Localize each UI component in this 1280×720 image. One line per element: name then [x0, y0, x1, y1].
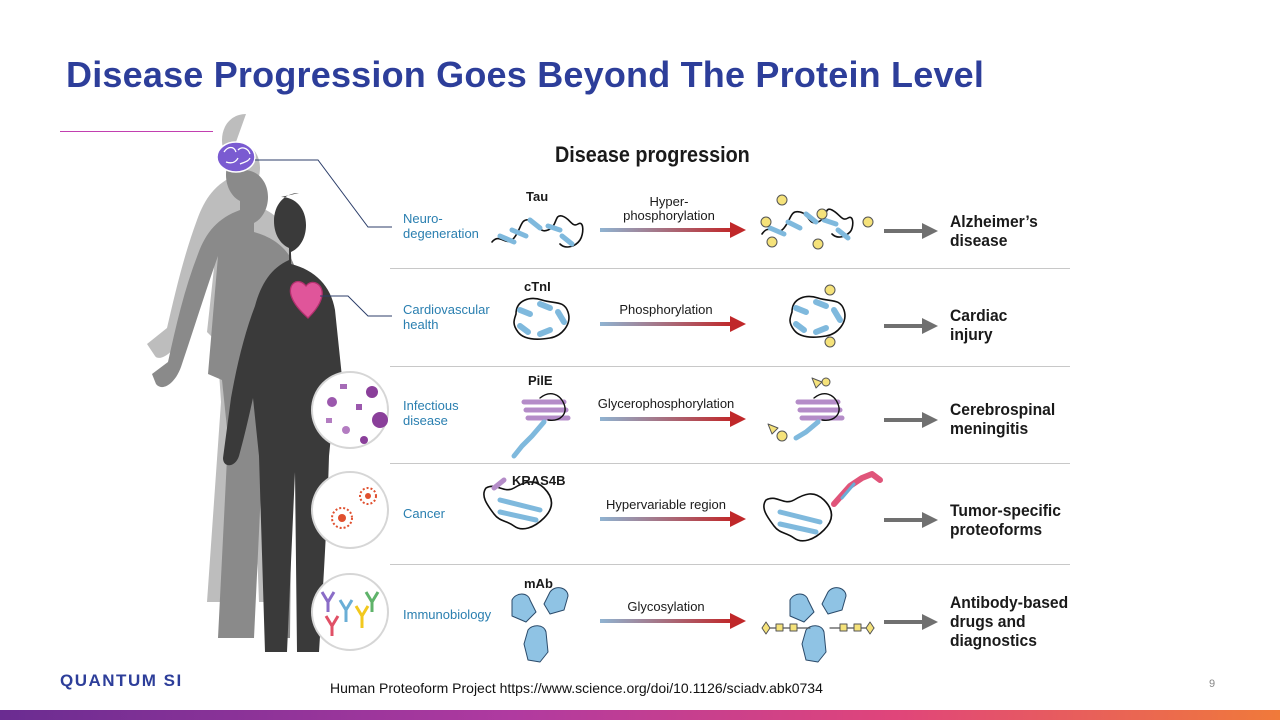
protein-mab-icon	[511, 587, 569, 663]
process-arrows	[600, 222, 746, 629]
outcome-arrow-row-4	[884, 512, 938, 528]
row-divider	[390, 463, 1070, 464]
protein-mab-glycosylated-icon	[761, 587, 875, 663]
row-process-hyperphosphorylation: Hyper- phosphorylation	[623, 194, 715, 223]
human-silhouettes-illustration	[147, 114, 392, 652]
brain-icon	[216, 141, 256, 173]
process-arrow-row-4	[600, 511, 746, 527]
protein-kras4b-hvr-icon	[763, 471, 883, 542]
row-outcome-cardiac-injury: Cardiac injury	[950, 306, 1008, 344]
row-outcome-meningitis: Cerebrospinal meningitis	[950, 400, 1056, 438]
row-outcome-tumor-proteoforms: Tumor-specific proteoforms	[950, 501, 1061, 539]
cancer-cells-circle-icon	[311, 471, 389, 549]
protein-ctni-icon	[513, 297, 570, 340]
process-arrow-row-3	[600, 411, 746, 427]
heart-icon	[289, 281, 323, 319]
protein-pile-modified-icon	[767, 377, 845, 442]
outcome-arrow-row-2	[884, 318, 938, 334]
row-protein-kras4b: KRAS4B	[512, 473, 566, 488]
protein-tau-icon	[491, 215, 584, 248]
protein-tau-phospho-icon	[760, 194, 874, 250]
row-divider	[390, 564, 1070, 565]
outcome-arrow-row-1	[884, 223, 938, 239]
protein-kras4b-icon	[483, 477, 553, 530]
row-category-neurodegeneration: Neuro- degeneration	[403, 211, 479, 241]
bottom-accent-bar	[0, 710, 1280, 720]
slide-title: Disease Progression Goes Beyond The Prot…	[66, 54, 985, 95]
row-protein-pile: PilE	[528, 373, 553, 388]
antibodies-circle-icon	[311, 573, 389, 651]
row-protein-mab: mAb	[524, 576, 553, 591]
process-arrow-row-2	[600, 316, 746, 332]
row-category-cancer: Cancer	[403, 506, 445, 521]
row-category-cardiovascular: Cardiovascular health	[403, 302, 490, 332]
protein-pile-icon	[511, 393, 571, 459]
leader-line-neuro	[255, 159, 392, 228]
page-number: 9	[1209, 678, 1216, 690]
outcome-arrows	[884, 223, 938, 630]
bacteria-circle-icon	[311, 371, 389, 449]
row-process-hypervariable-region: Hypervariable region	[606, 497, 726, 512]
row-divider	[390, 366, 1070, 367]
title-underline	[60, 131, 213, 132]
outcome-arrow-row-3	[884, 412, 938, 428]
figure-title: Disease progression	[555, 142, 750, 167]
row-process-phosphorylation: Phosphorylation	[619, 302, 713, 317]
leader-line-cardio	[320, 295, 392, 317]
row-category-infectious: Infectious disease	[403, 398, 459, 428]
process-arrow-row-1	[600, 222, 746, 238]
company-logo: QUANTUM SI	[60, 671, 183, 690]
citation-footnote: Human Proteoform Project https://www.sci…	[330, 680, 823, 696]
row-outcome-alzheimers: Alzheimer’s disease	[950, 212, 1038, 250]
row-divider	[390, 268, 1070, 269]
process-arrow-row-5	[600, 613, 746, 629]
row-outcome-antibody-drugs: Antibody-based drugs and diagnostics	[950, 593, 1069, 650]
row-protein-tau: Tau	[526, 189, 549, 204]
row-protein-ctni: cTnI	[524, 279, 551, 294]
row-process-glycosylation: Glycosylation	[627, 599, 705, 614]
protein-structures	[483, 194, 883, 663]
row-category-immunobiology: Immunobiology	[403, 607, 492, 622]
protein-ctni-phospho-icon	[789, 284, 846, 348]
row-process-glycerophosphorylation: Glycerophosphorylation	[597, 396, 735, 411]
outcome-arrow-row-5	[884, 614, 938, 630]
